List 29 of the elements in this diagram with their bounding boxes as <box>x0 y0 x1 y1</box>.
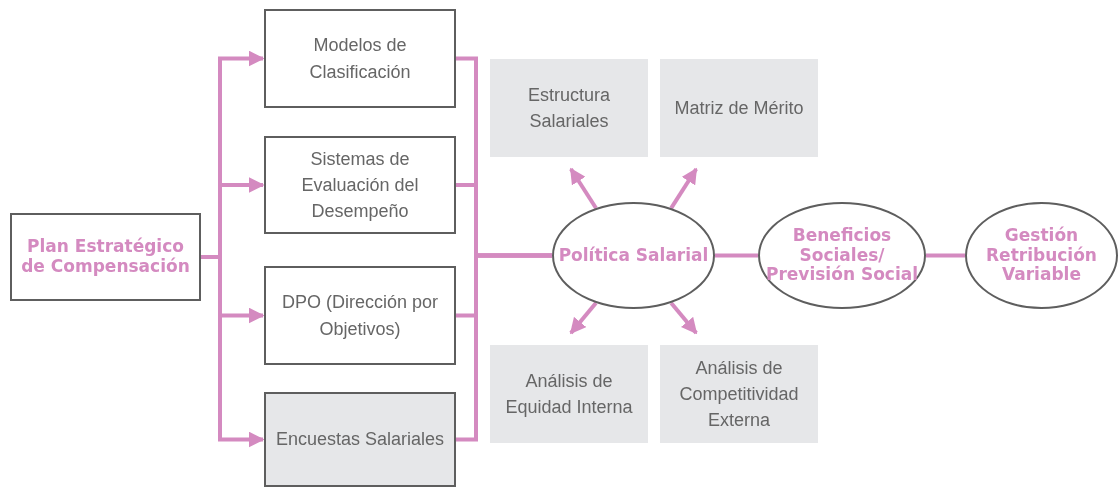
process-box <box>264 136 456 234</box>
node-label: Beneficios Sociales/ Previsión Social <box>764 226 920 285</box>
process-box <box>264 9 456 108</box>
node-label: Estructura Salariales <box>527 83 611 133</box>
info-panel <box>660 345 818 443</box>
info-panel <box>490 345 648 443</box>
process-box <box>264 392 456 487</box>
node-label: Encuestas Salariales <box>275 428 445 452</box>
node-label: Política Salarial <box>558 245 709 266</box>
node-label: Análisis de Competitividad Externa <box>678 356 800 433</box>
process-box <box>10 213 201 301</box>
arrow <box>669 301 698 335</box>
node-label: DPO (Dirección por Objetivos) <box>280 291 439 341</box>
connector-line <box>456 253 552 442</box>
info-panel <box>660 59 818 157</box>
node-label: Plan Estratégico de Compensación <box>20 237 191 277</box>
node-label: Gestión Retribución Variable <box>985 226 1098 285</box>
node-label: Análisis de Equidad Interna <box>504 369 634 419</box>
process-box <box>264 266 456 365</box>
info-panel <box>490 59 648 157</box>
node-label: Modelos de Clasificación <box>308 34 412 84</box>
node-label: Matriz de Mérito <box>674 96 804 120</box>
arrow <box>201 255 265 448</box>
arrow <box>569 167 598 210</box>
node-label: Sistemas de Evaluación del Desempeño <box>300 147 420 224</box>
arrow <box>569 301 598 335</box>
connector-line <box>926 253 965 258</box>
arrow <box>669 167 698 210</box>
connector-line <box>715 253 758 258</box>
